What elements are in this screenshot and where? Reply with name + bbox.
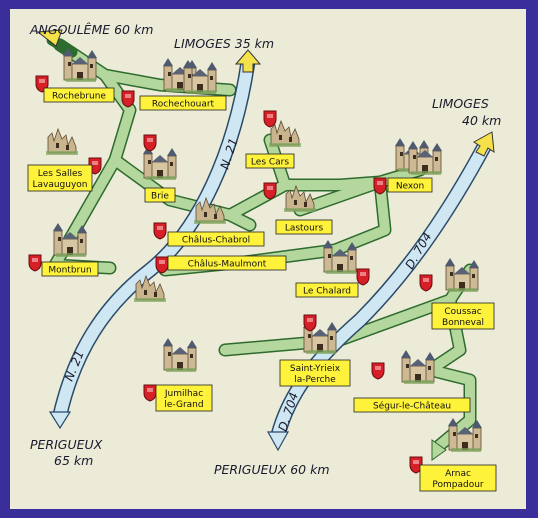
arrow-limoges-n21-icon: [234, 49, 262, 73]
place-label-arnac-pompadour[interactable]: Arnac Pompadour: [419, 464, 497, 492]
svg-text:Saint-Yrieix: Saint-Yrieix: [290, 364, 341, 374]
arrow-perigueux-n21-icon: [48, 411, 72, 430]
svg-text:Lastours: Lastours: [285, 224, 324, 234]
dest-perigueux-n21-city: PERIGUEUX: [30, 437, 103, 452]
dest-limoges-d704-city: LIMOGES: [432, 96, 489, 111]
shield-icon: [373, 177, 387, 195]
svg-text:Ségur-le-Château: Ségur-le-Château: [373, 401, 451, 412]
place-label-nexon[interactable]: Nexon: [387, 177, 433, 193]
dest-perigueux-n21-dist: 65 km: [54, 453, 93, 468]
shield-icon: [263, 110, 277, 128]
place-label-les-salles-lavauguyon[interactable]: Les Salles Lavauguyon: [27, 164, 93, 192]
dest-limoges-d704-dist: 40 km: [462, 113, 501, 128]
dest-angouleme: ANGOULÊME 60 km: [29, 22, 153, 37]
destination-labels: ANGOULÊME 60 km LIMOGES 35 km LIMOGES 40…: [29, 22, 501, 477]
shield-icon: [28, 254, 42, 272]
arrow-arnac-icon: [431, 439, 447, 461]
arrow-limoges-d704-icon: [473, 131, 495, 157]
svg-text:Coussac: Coussac: [444, 307, 481, 317]
place-label-le-chalard[interactable]: Le Chalard: [295, 282, 359, 298]
shield-icon: [263, 182, 277, 200]
svg-text:Rochebrune: Rochebrune: [52, 92, 106, 102]
place-label-jumilhac-le-grand[interactable]: Jumilhac le-Grand: [155, 384, 213, 412]
svg-text:la-Perche: la-Perche: [294, 375, 336, 385]
shield-icon: [143, 384, 157, 402]
arrow-perigueux-d704-icon: [266, 431, 290, 452]
shield-icon: [371, 362, 385, 380]
place-label-coussac-bonneval[interactable]: Coussac Bonneval: [431, 302, 495, 330]
shield-icon: [303, 314, 317, 332]
place-label-segur-le-chateau[interactable]: Ségur-le-Château: [353, 397, 471, 413]
shield-icon: [356, 268, 370, 286]
place-label-chalus-maulmont[interactable]: Châlus-Maulmont: [167, 255, 287, 271]
place-label-chalus-chabrol[interactable]: Châlus-Chabrol: [167, 231, 265, 247]
svg-text:Le Chalard: Le Chalard: [303, 287, 351, 297]
place-label-rochebrune[interactable]: Rochebrune: [43, 87, 115, 103]
place-labels: Rochebrune Rochechouart Les Salles Lavau…: [27, 87, 497, 492]
dest-perigueux-d704: PERIGUEUX 60 km: [214, 462, 330, 477]
shield-icon: [153, 222, 167, 240]
svg-text:Bonneval: Bonneval: [442, 318, 484, 328]
svg-text:Les Cars: Les Cars: [251, 158, 289, 168]
shield-icon: [419, 274, 433, 292]
place-label-montbrun[interactable]: Montbrun: [41, 261, 99, 277]
svg-text:Pompadour: Pompadour: [432, 480, 484, 490]
shield-icon: [143, 134, 157, 152]
dest-limoges-n21: LIMOGES 35 km: [174, 36, 274, 51]
svg-text:Arnac: Arnac: [445, 469, 471, 479]
svg-text:Nexon: Nexon: [396, 182, 424, 192]
shield-icon: [155, 256, 169, 274]
place-label-rochechouart[interactable]: Rochechouart: [139, 95, 227, 111]
place-label-brie[interactable]: Brie: [144, 187, 176, 203]
svg-text:Montbrun: Montbrun: [48, 266, 91, 276]
svg-text:Châlus-Chabrol: Châlus-Chabrol: [182, 236, 250, 246]
place-label-saint-yrieix-la-perche[interactable]: Saint-Yrieix la-Perche: [279, 359, 351, 387]
svg-text:Jumilhac: Jumilhac: [164, 389, 203, 399]
place-label-lastours[interactable]: Lastours: [275, 219, 333, 235]
main-highways: [52, 54, 493, 443]
shield-icon: [121, 90, 135, 108]
place-label-les-cars[interactable]: Les Cars: [245, 153, 295, 169]
svg-text:Les Salles: Les Salles: [38, 169, 83, 179]
svg-text:Lavauguyon: Lavauguyon: [32, 180, 87, 190]
svg-text:Brie: Brie: [151, 192, 169, 202]
svg-text:Rochechouart: Rochechouart: [152, 100, 215, 110]
svg-text:le-Grand: le-Grand: [164, 400, 203, 410]
svg-text:Châlus-Maulmont: Châlus-Maulmont: [188, 260, 267, 270]
